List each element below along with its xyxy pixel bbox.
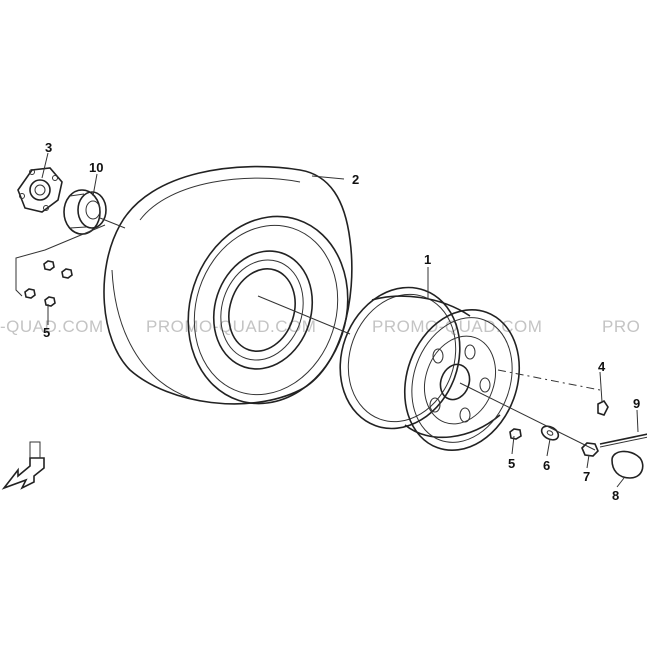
watermark: -QUAD.COM PROMO-QUAD.COM PROMO-QUAD.COM … xyxy=(0,317,640,336)
hub-bearing xyxy=(63,189,107,235)
callout-part-7: 7 xyxy=(583,469,590,484)
callout-part-9: 9 xyxy=(633,396,640,411)
callout-part-3: 3 xyxy=(45,140,52,155)
axis-line xyxy=(257,295,351,335)
watermark-segment-4: PRO xyxy=(602,317,640,336)
tire xyxy=(103,165,353,405)
leader-lines xyxy=(41,152,639,488)
callout-part-4: 4 xyxy=(598,359,606,374)
cotter-pin xyxy=(599,433,647,448)
hub-flange xyxy=(17,167,63,213)
callout-labels: 1 2 3 4 5 5 6 7 8 9 10 xyxy=(43,140,640,503)
hub-nuts-left xyxy=(15,224,106,307)
callout-part-5-left: 5 xyxy=(43,325,50,340)
watermark-segment-1: -QUAD.COM xyxy=(0,317,104,336)
axis-line-hub xyxy=(99,217,126,229)
washer xyxy=(540,425,560,441)
front-direction-arrow-icon xyxy=(1,441,45,490)
callout-part-10: 10 xyxy=(89,160,103,175)
axle-line xyxy=(459,382,596,451)
callout-part-5-right: 5 xyxy=(508,456,515,471)
castle-nut xyxy=(581,442,599,457)
callout-part-8: 8 xyxy=(612,488,619,503)
valve-stem xyxy=(497,369,609,416)
callout-part-1: 1 xyxy=(424,252,431,267)
rim-nut xyxy=(509,428,522,440)
hub-cap xyxy=(611,450,644,479)
rim xyxy=(339,286,521,452)
callout-part-6: 6 xyxy=(543,458,550,473)
callout-part-2: 2 xyxy=(352,172,359,187)
